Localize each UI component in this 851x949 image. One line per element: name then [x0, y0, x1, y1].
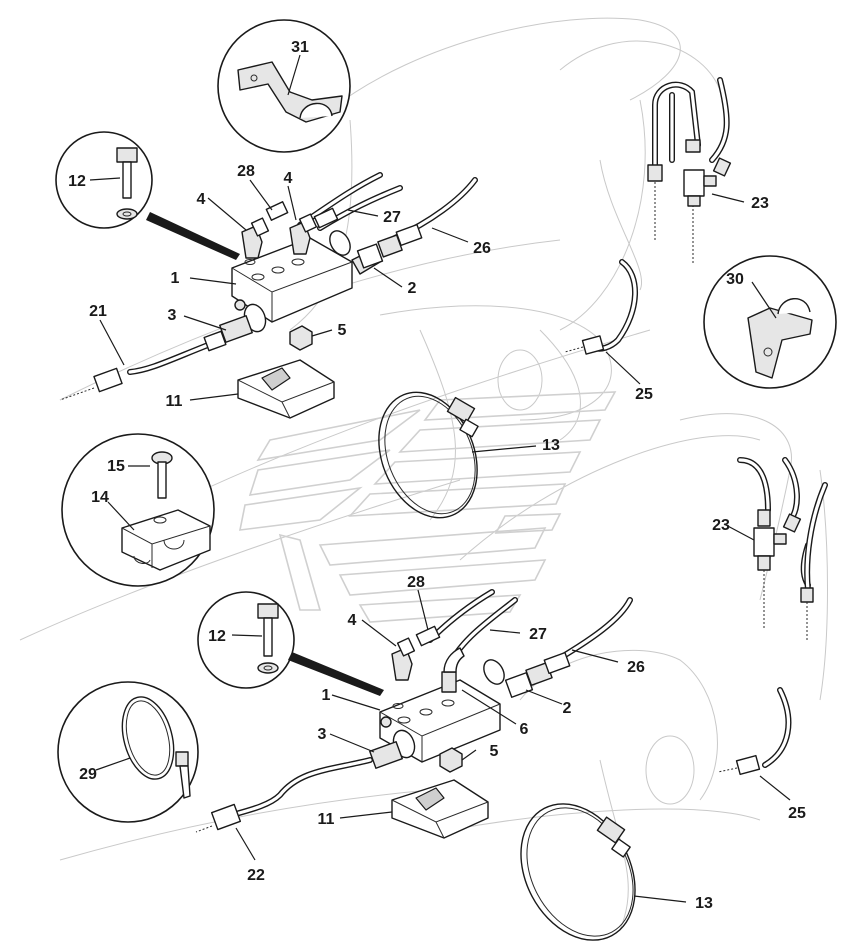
- callout-11-bottom: 11: [318, 811, 335, 828]
- callout-22: 22: [247, 867, 265, 884]
- callout-12-bottom: 12: [208, 628, 226, 645]
- callout-26-top: 26: [473, 240, 491, 257]
- inset-bracket-30: [703, 255, 837, 389]
- nut-5-top: [289, 325, 313, 351]
- clamp-11-top: [237, 359, 335, 419]
- callout-23-bottom: 23: [712, 517, 730, 534]
- hose-clamp-13-top: [378, 391, 479, 519]
- callout-labels: 31 12 28 4 4 27 26 1 2 23 21 3 5 30 11 2…: [68, 39, 806, 912]
- watermark-logo: [238, 391, 617, 623]
- callout-12-top: 12: [68, 173, 86, 190]
- callout-4-top-right: 4: [284, 170, 293, 187]
- upper-right-hoses: [647, 77, 732, 265]
- callout-30: 30: [726, 271, 744, 288]
- callout-2-top: 2: [408, 280, 417, 297]
- clamp-11-bottom: [391, 779, 489, 839]
- callout-31: 31: [291, 39, 309, 56]
- callout-1-top: 1: [171, 270, 180, 287]
- callout-1-bottom: 1: [322, 687, 331, 704]
- callout-14: 14: [91, 489, 109, 506]
- callout-25-top: 25: [635, 386, 653, 403]
- callout-4-bottom: 4: [348, 612, 357, 629]
- callout-29: 29: [79, 766, 97, 783]
- callout-5-bottom: 5: [490, 743, 499, 760]
- callout-2-bottom: 2: [563, 700, 572, 717]
- callout-11-top: 11: [166, 393, 183, 410]
- callout-13-bottom: 13: [695, 895, 713, 912]
- upper-hose-25: [564, 259, 638, 355]
- callout-26-bottom: 26: [627, 659, 645, 676]
- fittings-bottom: [391, 625, 465, 693]
- inset-saddle-14: [61, 433, 215, 587]
- callout-6: 6: [520, 721, 529, 738]
- fitting-2-top: [356, 223, 423, 269]
- hose-clamp-13-bottom: [520, 803, 636, 941]
- hose-21-end: [59, 367, 123, 401]
- inset-bracket-31: [217, 19, 351, 153]
- callout-3-bottom: 3: [318, 726, 327, 743]
- callout-25-bottom: 25: [788, 805, 806, 822]
- lower-hose-25: [717, 687, 792, 776]
- callout-23-top: 23: [751, 195, 769, 212]
- nut-5-bottom: [439, 747, 463, 773]
- callout-15: 15: [107, 458, 125, 475]
- callout-28-bottom: 28: [407, 574, 425, 591]
- callout-5-top: 5: [338, 322, 347, 339]
- callout-27-bottom: 27: [529, 626, 547, 643]
- callout-4-top-left: 4: [197, 191, 206, 208]
- callout-21: 21: [89, 303, 107, 320]
- callout-3-top: 3: [168, 307, 177, 324]
- leader-lines: [89, 54, 791, 903]
- callout-27-top: 27: [383, 209, 401, 226]
- elbow-fittings-top: [241, 201, 339, 259]
- lower-right-hoses: [737, 457, 828, 640]
- inset-cable-tie-29: [57, 681, 199, 823]
- callout-13-top: 13: [542, 437, 560, 454]
- inset-bolt-12-bottom: [197, 591, 384, 696]
- fitting-3-top: [203, 303, 267, 352]
- hose-22-end: [195, 803, 242, 833]
- inset-bolt-12-top: [55, 131, 240, 260]
- callout-28-top: 28: [237, 163, 255, 180]
- fitting-3-bottom: [369, 729, 416, 769]
- fitting-2-bottom: [504, 651, 571, 698]
